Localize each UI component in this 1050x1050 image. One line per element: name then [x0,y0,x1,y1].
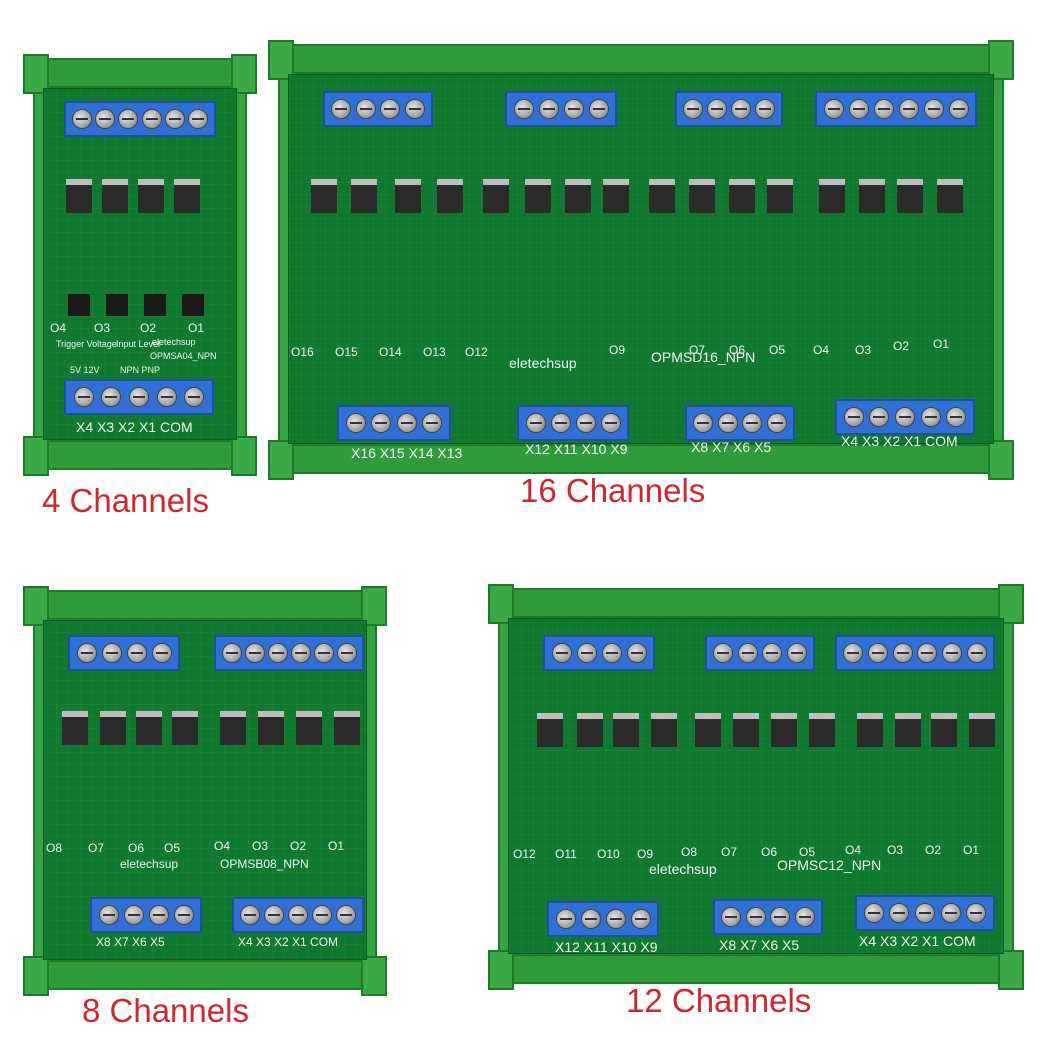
trigger-voltage-options: 5V 12V [70,365,100,375]
output-terminal-block [64,101,216,137]
output-label: O9 [637,847,654,861]
output-label: O14 [379,345,402,359]
output-label: O5 [164,841,181,855]
output-label: O1 [963,843,980,857]
output-label: O16 [291,345,314,359]
output-label: O4 [845,843,862,857]
brand-silkscreen: eletechsup [120,857,179,871]
din-rail-bottom [488,950,1024,990]
output-label: O6 [128,841,145,855]
output-label: O11 [555,847,577,861]
din-rail-top [488,584,1024,624]
input-labels: X8 X7 X6 X5 [719,937,800,953]
pcb: O4 O3 O2 O1 eletechsup OPMSA04_NPN Trigg… [43,88,237,440]
output-label: O4 [813,343,830,357]
board-16ch: O16 O15 O14 O13 O12 O9 O7 O6 O5 O4 O3 O2… [268,40,1014,480]
output-label: O6 [761,845,778,859]
input-labels: X4 X3 X2 X1 COM [859,933,976,949]
output-label: O15 [335,345,358,359]
output-label: O12 [465,345,488,359]
output-label: O8 [46,841,63,855]
output-label: O7 [721,845,738,859]
input-terminal-block [64,379,214,415]
model-silkscreen: OPMSC12_NPN [777,857,882,873]
output-label: O1 [328,839,345,853]
caption-8ch: 8 Channels [82,992,249,1029]
output-label: O10 [597,847,620,861]
din-rail-bottom [23,956,387,996]
output-label: O3 [855,343,872,357]
output-label: O1 [933,337,950,351]
caption-16ch: 16 Channels [520,472,706,509]
din-rail-bottom [268,440,1014,480]
pcb: O8 O7 O6 O5 O4 O3 O2 O1 eletechsup OPMSB… [43,620,367,960]
board-4ch: O4 O3 O2 O1 eletechsup OPMSA04_NPN Trigg… [23,54,257,476]
output-label: O5 [769,343,786,357]
caption-4ch: 4 Channels [42,482,209,519]
output-label: O12 [513,847,536,861]
pcb: O12 O11 O10 O9 O8 O7 O6 O5 O4 O3 O2 O1 e… [508,618,1004,955]
output-label: O4 [50,321,67,335]
din-rail-top [23,586,387,626]
input-labels: X4 X3 X2 X1 COM [76,419,193,435]
brand-silkscreen: eletechsup [152,337,196,347]
output-label: O1 [188,321,205,335]
output-label: O2 [290,839,307,853]
output-label: O5 [799,845,816,859]
output-label: O4 [214,839,231,853]
input-labels: X4 X3 X2 X1 COM [841,433,958,449]
input-labels: X8 X7 X6 X5 [691,439,772,455]
input-labels: X16 X15 X14 X13 [351,445,463,461]
caption-12ch: 12 Channels [626,982,812,1019]
pcb: O16 O15 O14 O13 O12 O9 O7 O6 O5 O4 O3 O2… [288,74,994,461]
output-label: O2 [893,339,910,353]
input-level-options: NPN PNP [120,365,161,375]
output-label: O2 [140,321,157,335]
board-12ch: O12 O11 O10 O9 O8 O7 O6 O5 O4 O3 O2 O1 e… [488,584,1024,990]
output-label: O9 [609,343,626,357]
output-label: O3 [94,321,111,335]
model-silkscreen: OPMSB08_NPN [220,857,309,871]
output-label: O8 [681,845,698,859]
output-label: O3 [252,839,269,853]
output-label: O6 [729,343,746,357]
model-silkscreen: OPMSD16_NPN [651,349,756,365]
board-8ch: O8 O7 O6 O5 O4 O3 O2 O1 eletechsup OPMSB… [23,586,387,996]
brand-silkscreen: eletechsup [649,861,717,877]
din-rail-top [268,40,1014,80]
output-label: O13 [423,345,446,359]
din-rail-top [23,54,257,94]
output-label: O7 [689,343,706,357]
input-labels: X12 X11 X10 X9 [525,441,628,457]
trigger-voltage-label: Trigger Voltage [56,339,117,349]
input-labels: X8 X7 X6 X5 [96,935,165,949]
brand-silkscreen: eletechsup [509,355,577,371]
model-silkscreen: OPMSA04_NPN [150,351,217,361]
input-labels: X4 X3 X2 X1 COM [238,935,339,949]
input-labels: X12 X11 X10 X9 [555,939,658,955]
output-label: O2 [925,843,942,857]
input-level-label: Input Level [116,339,161,349]
din-rail-bottom [23,436,257,476]
output-label: O3 [887,843,904,857]
output-label: O7 [88,841,105,855]
